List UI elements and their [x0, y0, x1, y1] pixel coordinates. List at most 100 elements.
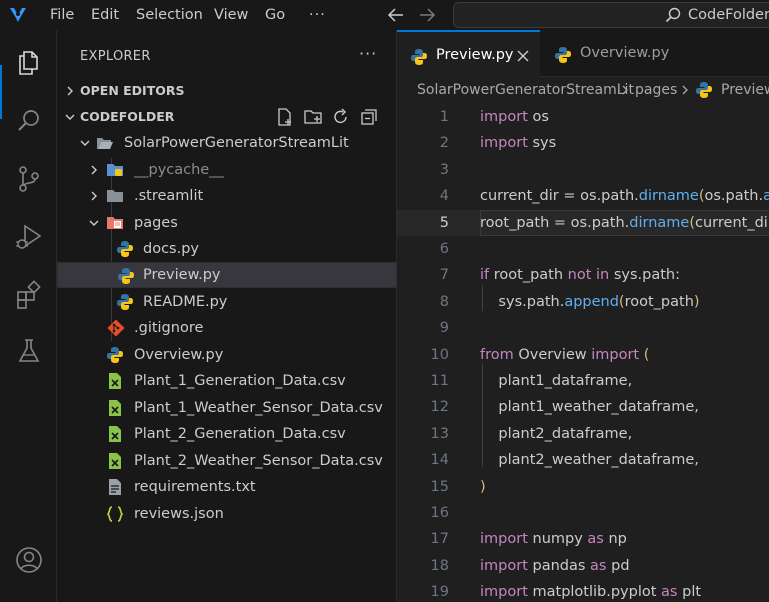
- tree-folder-pycache[interactable]: __pycache__: [57, 157, 397, 183]
- code-token: dirname: [629, 214, 690, 231]
- extensions-icon[interactable]: [14, 280, 44, 310]
- git-icon: [107, 319, 125, 337]
- tree-folder-solarpower[interactable]: SolarPowerGeneratorStreamLit: [57, 130, 397, 156]
- run-debug-icon[interactable]: [14, 222, 44, 252]
- menu-selection[interactable]: Selection: [136, 7, 203, 23]
- tree-label: Plant_2_Weather_Sensor_Data.csv: [134, 453, 383, 469]
- text-file-icon: [109, 479, 121, 495]
- code-text: from Overview import (: [480, 342, 649, 368]
- back-arrow-icon[interactable]: [384, 3, 408, 27]
- menu-go[interactable]: Go: [265, 7, 286, 23]
- line-number: 15: [430, 478, 449, 495]
- tab-preview[interactable]: Preview.py: [397, 30, 540, 77]
- code-text: import numpy as np: [480, 526, 627, 552]
- chevron-right-icon: [622, 85, 628, 95]
- collapse-all-icon[interactable]: [359, 107, 379, 127]
- code-line[interactable]: 11 plant1_dataframe,: [397, 368, 769, 394]
- code-text: if root_path not in sys.path:: [480, 262, 680, 288]
- csv-file-icon: [109, 373, 121, 389]
- breadcrumb-item[interactable]: SolarPowerGeneratorStreamLit: [417, 82, 634, 98]
- line-number: 13: [430, 425, 449, 442]
- code-token: root_path: [624, 293, 694, 310]
- breadcrumb-item[interactable]: pages: [635, 82, 678, 98]
- activity-bar: [0, 30, 57, 602]
- code-token: Overview: [513, 346, 592, 363]
- menu-more[interactable]: ···: [309, 7, 326, 23]
- code-line[interactable]: 3: [397, 157, 769, 183]
- line-number: 1: [439, 109, 449, 125]
- tree-label: Plant_1_Generation_Data.csv: [134, 373, 346, 389]
- code-token: as: [661, 584, 678, 601]
- python-file-icon: [696, 82, 712, 98]
- code-line[interactable]: 14 plant2_weather_dataframe,: [397, 447, 769, 473]
- testing-icon[interactable]: [14, 336, 44, 366]
- code-text: plant2_weather_dataframe,: [480, 447, 698, 473]
- tree-file-overview[interactable]: Overview.py: [57, 342, 397, 368]
- tree-file-preview[interactable]: Preview.py: [57, 262, 397, 288]
- tree-file-requirements[interactable]: requirements.txt: [57, 474, 397, 500]
- code-line[interactable]: 8 sys.path.append(root_path): [397, 289, 769, 315]
- command-center[interactable]: [453, 2, 769, 28]
- tree-folder-streamlit[interactable]: .streamlit: [57, 183, 397, 209]
- tree-file-readme[interactable]: README.py: [57, 289, 397, 315]
- title-bar: File Edit Selection View Go ··· CodeFold…: [0, 0, 769, 30]
- source-control-icon[interactable]: [14, 164, 44, 194]
- explorer-icon[interactable]: [14, 47, 44, 77]
- code-token: (: [618, 293, 625, 310]
- tree-file-csv[interactable]: Plant_1_Generation_Data.csv: [57, 368, 397, 394]
- tree-file-csv[interactable]: Plant_2_Generation_Data.csv: [57, 421, 397, 447]
- tree-file-gitignore[interactable]: .gitignore: [57, 315, 397, 341]
- refresh-icon[interactable]: [331, 107, 351, 127]
- folder-icon: [107, 190, 123, 202]
- menu-view[interactable]: View: [214, 7, 249, 23]
- line-number: 8: [439, 293, 449, 310]
- code-line[interactable]: 9: [397, 315, 769, 341]
- tree-file-reviews[interactable]: reviews.json: [57, 501, 397, 527]
- code-line[interactable]: 15): [397, 474, 769, 500]
- code-line[interactable]: 6: [397, 236, 769, 262]
- code-text: plant2_dataframe,: [480, 421, 632, 447]
- code-line[interactable]: 1 import os: [397, 104, 769, 130]
- forward-arrow-icon[interactable]: [415, 3, 439, 27]
- codefolder-section[interactable]: CODEFOLDER: [57, 104, 397, 130]
- code-line[interactable]: 13 plant2_dataframe,: [397, 421, 769, 447]
- close-icon[interactable]: [515, 48, 531, 64]
- pages-folder-icon: [107, 217, 123, 229]
- current-line-highlight: [480, 209, 769, 236]
- chevron-right-icon: [91, 165, 97, 175]
- tab-overview[interactable]: Overview.py: [540, 30, 670, 77]
- code-text: import os: [480, 104, 549, 130]
- new-file-icon[interactable]: [275, 107, 295, 127]
- line-number: 2: [439, 135, 449, 152]
- new-folder-icon[interactable]: [303, 107, 323, 127]
- code-token: import: [480, 584, 528, 601]
- code-text: plant1_dataframe,: [480, 368, 632, 394]
- menu-file[interactable]: File: [50, 7, 75, 23]
- code-token: (: [639, 346, 650, 363]
- code-line[interactable]: 16: [397, 500, 769, 526]
- code-text: sys.path.append(root_path): [480, 289, 699, 315]
- code-line[interactable]: 12 plant1_weather_dataframe,: [397, 394, 769, 420]
- tree-file-csv[interactable]: Plant_1_Weather_Sensor_Data.csv: [57, 395, 397, 421]
- breadcrumb-item[interactable]: Preview.py: [721, 82, 769, 98]
- account-icon[interactable]: [14, 545, 44, 575]
- menu-edit[interactable]: Edit: [91, 7, 120, 23]
- open-editors-section[interactable]: OPEN EDITORS: [57, 78, 397, 104]
- tree-folder-pages[interactable]: pages: [57, 210, 397, 236]
- tab-label: Overview.py: [580, 45, 670, 61]
- tree-file-csv[interactable]: Plant_2_Weather_Sensor_Data.csv: [57, 448, 397, 474]
- tree-file-docs[interactable]: docs.py: [57, 236, 397, 262]
- search-icon[interactable]: [14, 106, 44, 136]
- sidebar-more-button[interactable]: ···: [359, 44, 378, 63]
- line-number: 5: [439, 214, 449, 231]
- tree-label: Plant_2_Generation_Data.csv: [134, 426, 346, 442]
